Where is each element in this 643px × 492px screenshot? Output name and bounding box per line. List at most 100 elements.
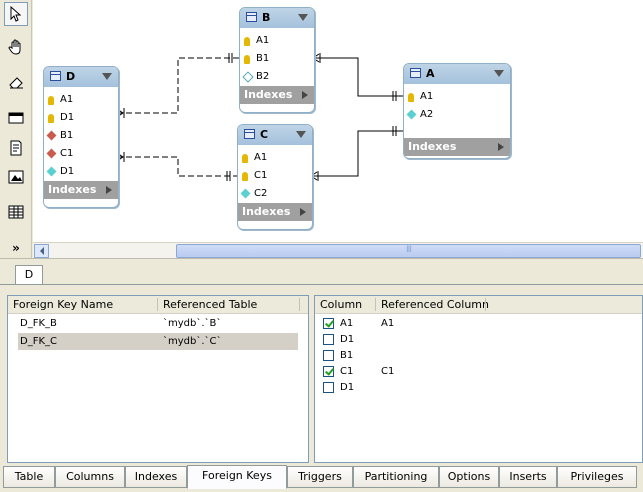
table-editor: Foreign Key Name Referenced Table D_FK_B… — [0, 284, 643, 464]
column-name: C1 — [60, 148, 74, 159]
collapse-arrow-icon[interactable] — [494, 70, 504, 77]
collapse-arrow-icon[interactable] — [296, 131, 306, 138]
list-item[interactable]: D1 — [315, 379, 642, 396]
column-row[interactable]: C2 — [238, 185, 312, 203]
collapse-arrow-icon[interactable] — [102, 73, 112, 80]
document-tab[interactable]: D — [15, 265, 43, 285]
table-row[interactable]: D_FK_B `mydb`.`B` — [8, 315, 308, 332]
list-item[interactable]: D1 — [315, 331, 642, 348]
eraser-icon[interactable] — [4, 70, 28, 94]
entity-header[interactable]: D — [44, 67, 118, 87]
referenced-table-cell[interactable]: `mydb`.`B` — [163, 318, 222, 329]
indexes-bar[interactable]: Indexes — [238, 203, 312, 221]
tab-columns[interactable]: Columns — [55, 466, 125, 488]
entity-header[interactable]: C — [238, 125, 312, 145]
column-row[interactable]: D1 — [44, 109, 118, 127]
column-icon — [406, 109, 417, 120]
header-separator[interactable] — [485, 298, 486, 311]
fk-name-cell[interactable]: D_FK_B — [20, 318, 57, 329]
tab-partitioning[interactable]: Partitioning — [353, 466, 439, 488]
table-icon[interactable] — [4, 200, 28, 224]
column-header[interactable]: Referenced Column — [381, 298, 489, 311]
entity-header[interactable]: B — [240, 8, 314, 28]
horizontal-scrollbar[interactable]: III — [33, 242, 643, 258]
scroll-left-button[interactable] — [34, 244, 49, 258]
pointer-icon[interactable] — [4, 2, 28, 26]
layer-icon[interactable] — [4, 106, 28, 130]
hand-icon[interactable] — [4, 35, 28, 59]
tab-foreign-keys[interactable]: Foreign Keys — [187, 465, 287, 489]
column-name: A1 — [60, 94, 74, 105]
list-item[interactable]: A1 A1 — [315, 315, 642, 332]
column-row[interactable]: A1 — [44, 91, 118, 109]
column-header[interactable]: Column — [320, 298, 363, 311]
fk-name-cell[interactable]: D_FK_C — [20, 336, 57, 347]
referenced-column-cell[interactable]: C1 — [381, 366, 395, 377]
scrollbar-grip: III — [406, 245, 412, 255]
list-item[interactable]: C1 C1 — [315, 363, 642, 380]
column-header[interactable]: Referenced Table — [163, 298, 258, 311]
expand-arrow-icon — [300, 208, 306, 216]
relationship-d-c — [116, 152, 237, 181]
foreign-key-grid[interactable]: Foreign Key Name Referenced Table D_FK_B… — [7, 295, 309, 463]
column-checkbox[interactable] — [323, 318, 334, 329]
key-icon — [408, 93, 414, 102]
diagram-canvas[interactable]: D A1 D1 B1 C1 D1 Indexes — [33, 0, 643, 242]
indexes-bar[interactable]: Indexes — [404, 138, 510, 156]
key-icon — [242, 172, 248, 181]
table-icon — [246, 12, 257, 22]
tab-triggers[interactable]: Triggers — [287, 466, 353, 488]
column-checkbox[interactable] — [323, 382, 334, 393]
list-item[interactable]: B1 — [315, 347, 642, 364]
column-row[interactable]: C1 — [44, 145, 118, 163]
fk-column-grid[interactable]: Column Referenced Column A1 A1 D1 B1 C1 … — [314, 295, 643, 463]
column-row[interactable]: C1 — [238, 167, 312, 185]
header-separator[interactable] — [375, 298, 376, 311]
column-row[interactable]: B1 — [240, 50, 314, 68]
grid-header: Column Referenced Column — [315, 296, 642, 314]
entity-b[interactable]: B A1 B1 B2 Indexes — [239, 7, 315, 113]
referenced-column-cell[interactable]: A1 — [381, 318, 395, 329]
referenced-table-cell[interactable]: `mydb`.`C` — [163, 336, 222, 347]
expand-icon[interactable]: » — [4, 236, 28, 260]
panel-splitter[interactable] — [0, 258, 643, 264]
column-row[interactable]: D1 — [44, 163, 118, 181]
column-name-cell: C1 — [340, 366, 354, 377]
tab-inserts[interactable]: Inserts — [499, 466, 557, 488]
tab-privileges[interactable]: Privileges — [557, 466, 637, 488]
entity-a[interactable]: A A1 A2 Indexes — [403, 63, 511, 159]
header-separator[interactable] — [157, 298, 158, 311]
column-row[interactable]: B1 — [44, 127, 118, 145]
indexes-label: Indexes — [244, 88, 293, 101]
column-row[interactable]: A1 — [404, 88, 510, 106]
tab-options[interactable]: Options — [439, 466, 499, 488]
key-icon — [244, 37, 250, 46]
column-row[interactable]: B2 — [240, 68, 314, 86]
note-icon[interactable] — [4, 136, 28, 160]
column-checkbox[interactable] — [323, 366, 334, 377]
column-checkbox[interactable] — [323, 350, 334, 361]
relationship-d-b — [116, 53, 239, 118]
collapse-arrow-icon[interactable] — [298, 14, 308, 21]
column-name: D1 — [60, 112, 75, 123]
column-row[interactable]: A2 — [404, 106, 510, 124]
tab-table[interactable]: Table — [3, 466, 55, 488]
image-icon[interactable] — [4, 165, 28, 189]
indexes-bar[interactable]: Indexes — [44, 181, 118, 199]
header-separator[interactable] — [299, 298, 300, 311]
column-name: A1 — [420, 91, 434, 102]
grid-header: Foreign Key Name Referenced Table — [8, 296, 308, 314]
column-checkbox[interactable] — [323, 334, 334, 345]
entity-c[interactable]: C A1 C1 C2 Indexes — [237, 124, 313, 230]
column-name: A2 — [420, 109, 434, 120]
table-row[interactable]: D_FK_C `mydb`.`C` — [18, 333, 298, 350]
column-row[interactable]: A1 — [238, 149, 312, 167]
column-header[interactable]: Foreign Key Name — [13, 298, 114, 311]
indexes-bar[interactable]: Indexes — [240, 86, 314, 104]
tool-palette: » — [0, 0, 32, 262]
entity-d[interactable]: D A1 D1 B1 C1 D1 Indexes — [43, 66, 119, 208]
column-row[interactable]: A1 — [240, 32, 314, 50]
scrollbar-thumb[interactable]: III — [176, 244, 641, 258]
entity-header[interactable]: A — [404, 64, 510, 84]
tab-indexes[interactable]: Indexes — [125, 466, 187, 488]
